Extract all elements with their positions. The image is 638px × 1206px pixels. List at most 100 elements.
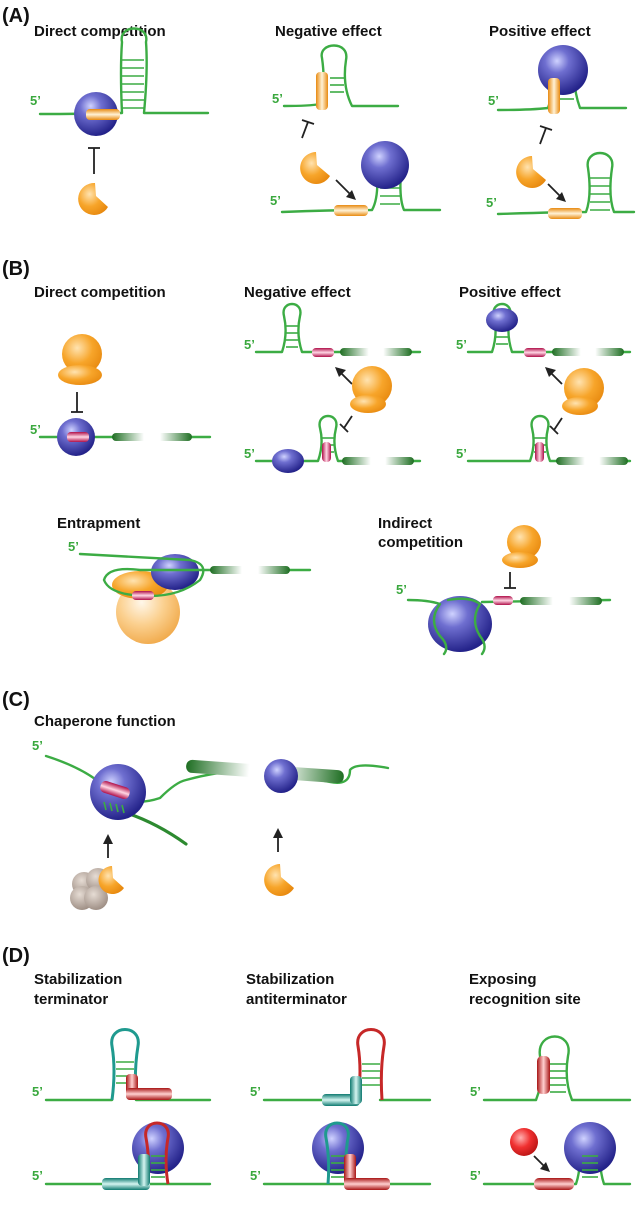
stem-base-pairs [331, 1155, 345, 1178]
arrow-head [540, 1162, 550, 1172]
hfq-protein-base [562, 397, 598, 415]
panel-b-title-negative: Negative effect [244, 284, 351, 301]
d2-title-line1: Stabilization [246, 971, 334, 988]
recognition-site [534, 1178, 574, 1190]
srna-binding-site [86, 109, 120, 120]
pink-binding-site [535, 442, 544, 462]
panel-d-label: (D) [2, 945, 30, 967]
ribosome [312, 1122, 364, 1174]
five-prime-label: 5’ [270, 193, 281, 208]
panel-a: (A) Direct competition Negative effect P… [2, 5, 636, 219]
mrna-strand [496, 151, 636, 216]
protein-complex [70, 866, 124, 910]
pink-binding-site [67, 432, 89, 442]
inhibition-line [539, 127, 547, 145]
stem-base-pairs [590, 177, 610, 211]
stem-base-pairs [122, 59, 144, 109]
ribosome [151, 554, 199, 590]
ribosome [538, 45, 588, 95]
teal-segment-vertical [138, 1154, 150, 1186]
d1-title-line1: Stabilization [34, 971, 122, 988]
five-prime-label: 5’ [68, 539, 79, 554]
inhibition-line [301, 121, 309, 139]
five-prime-label: 5’ [486, 195, 497, 210]
arrow-head [103, 834, 113, 844]
panel-c-title: Chaperone function [34, 713, 176, 730]
grey-subunit [84, 886, 108, 910]
red-stem-loop [356, 1028, 386, 1101]
arrow-head [545, 367, 556, 377]
a-positive-effect: 5’ 5’ [486, 45, 636, 219]
inhibition-bar [539, 125, 553, 131]
arrow-head [273, 828, 283, 838]
pink-binding-site [100, 780, 130, 800]
teal-segment-vertical [350, 1076, 362, 1104]
indirect-title-line2: competition [378, 534, 463, 551]
stem-base-pairs [550, 1063, 566, 1093]
srna-seed-region [316, 72, 328, 110]
ribosome [486, 308, 518, 332]
five-prime-label: 5’ [30, 93, 41, 108]
inhibition-line [553, 417, 563, 431]
panel-b: (B) Direct competition Negative effect P… [2, 258, 632, 656]
stem-base-pairs [330, 77, 344, 93]
mrna-strand [482, 1035, 632, 1102]
b-direct-competition: 5’ [30, 334, 212, 456]
ribosome [564, 1122, 616, 1174]
coding-region [552, 348, 624, 356]
panel-a-title-negative: Negative effect [275, 23, 382, 40]
d1-title-line2: terminator [34, 991, 108, 1008]
hfq-protein [264, 864, 294, 896]
red-protein [510, 1128, 538, 1156]
pink-binding-site [312, 348, 334, 357]
hfq-protein [98, 866, 124, 894]
ribosome [361, 141, 409, 189]
coding-region [340, 348, 412, 356]
b-positive-effect: 5’ 5’ [456, 302, 632, 465]
five-prime-label: 5’ [32, 1084, 43, 1099]
arrow-head [335, 367, 346, 377]
five-prime-label: 5’ [456, 446, 467, 461]
mrna-strand [466, 414, 632, 463]
five-prime-label: 5’ [244, 337, 255, 352]
stem-base-pairs [362, 1063, 380, 1086]
panel-a-title-direct: Direct competition [34, 23, 166, 40]
d-exposing-recognition-site-bottom: 5’ [470, 1122, 632, 1190]
a-direct-competition: 5’ [30, 27, 210, 215]
srna-binding-site [334, 205, 368, 216]
five-prime-label: 5’ [30, 422, 41, 437]
five-prime-label: 5’ [470, 1168, 481, 1183]
coding-region [112, 433, 192, 441]
entrapment-title: Entrapment [57, 515, 140, 532]
panel-d: (D) Stabilization terminator Stabilizati… [2, 945, 632, 1190]
srna-strand [282, 44, 400, 108]
stem-base-pairs [582, 1155, 598, 1178]
inhibition-line [343, 415, 353, 429]
mrna-strand [254, 414, 422, 463]
pink-binding-site [322, 442, 331, 462]
indirect-title-line1: Indirect [378, 515, 432, 532]
base-pairing [103, 801, 125, 814]
stem-base-pairs [286, 325, 298, 348]
panel-c-label: (C) [2, 689, 30, 711]
b-entrapment: Entrapment 5’ [57, 515, 312, 644]
srna-binding-site [548, 208, 582, 219]
five-prime-label: 5’ [488, 93, 499, 108]
hfq-protein [507, 525, 541, 559]
panel-a-title-positive: Positive effect [489, 23, 591, 40]
coding-region [342, 457, 414, 465]
arrow-head [556, 192, 566, 202]
inhibition-bar [301, 119, 315, 125]
hfq-protein-base [502, 552, 538, 568]
d3-title-line2: recognition site [469, 991, 581, 1008]
stem-base-pairs [496, 329, 508, 345]
panel-b-title-positive: Positive effect [459, 284, 561, 301]
hfq-protein-base [350, 395, 386, 413]
mrna-strand [78, 552, 312, 598]
stem-base-pairs [151, 1155, 165, 1178]
a-negative-effect: 5’ 5’ [270, 44, 442, 216]
panel-c: (C) Chaperone function 5’ [2, 689, 390, 910]
d-stabilization-terminator-bottom: 5’ [32, 1121, 212, 1190]
d-stabilization-terminator-top: 5’ [32, 1028, 212, 1102]
srna-strand [254, 302, 422, 354]
